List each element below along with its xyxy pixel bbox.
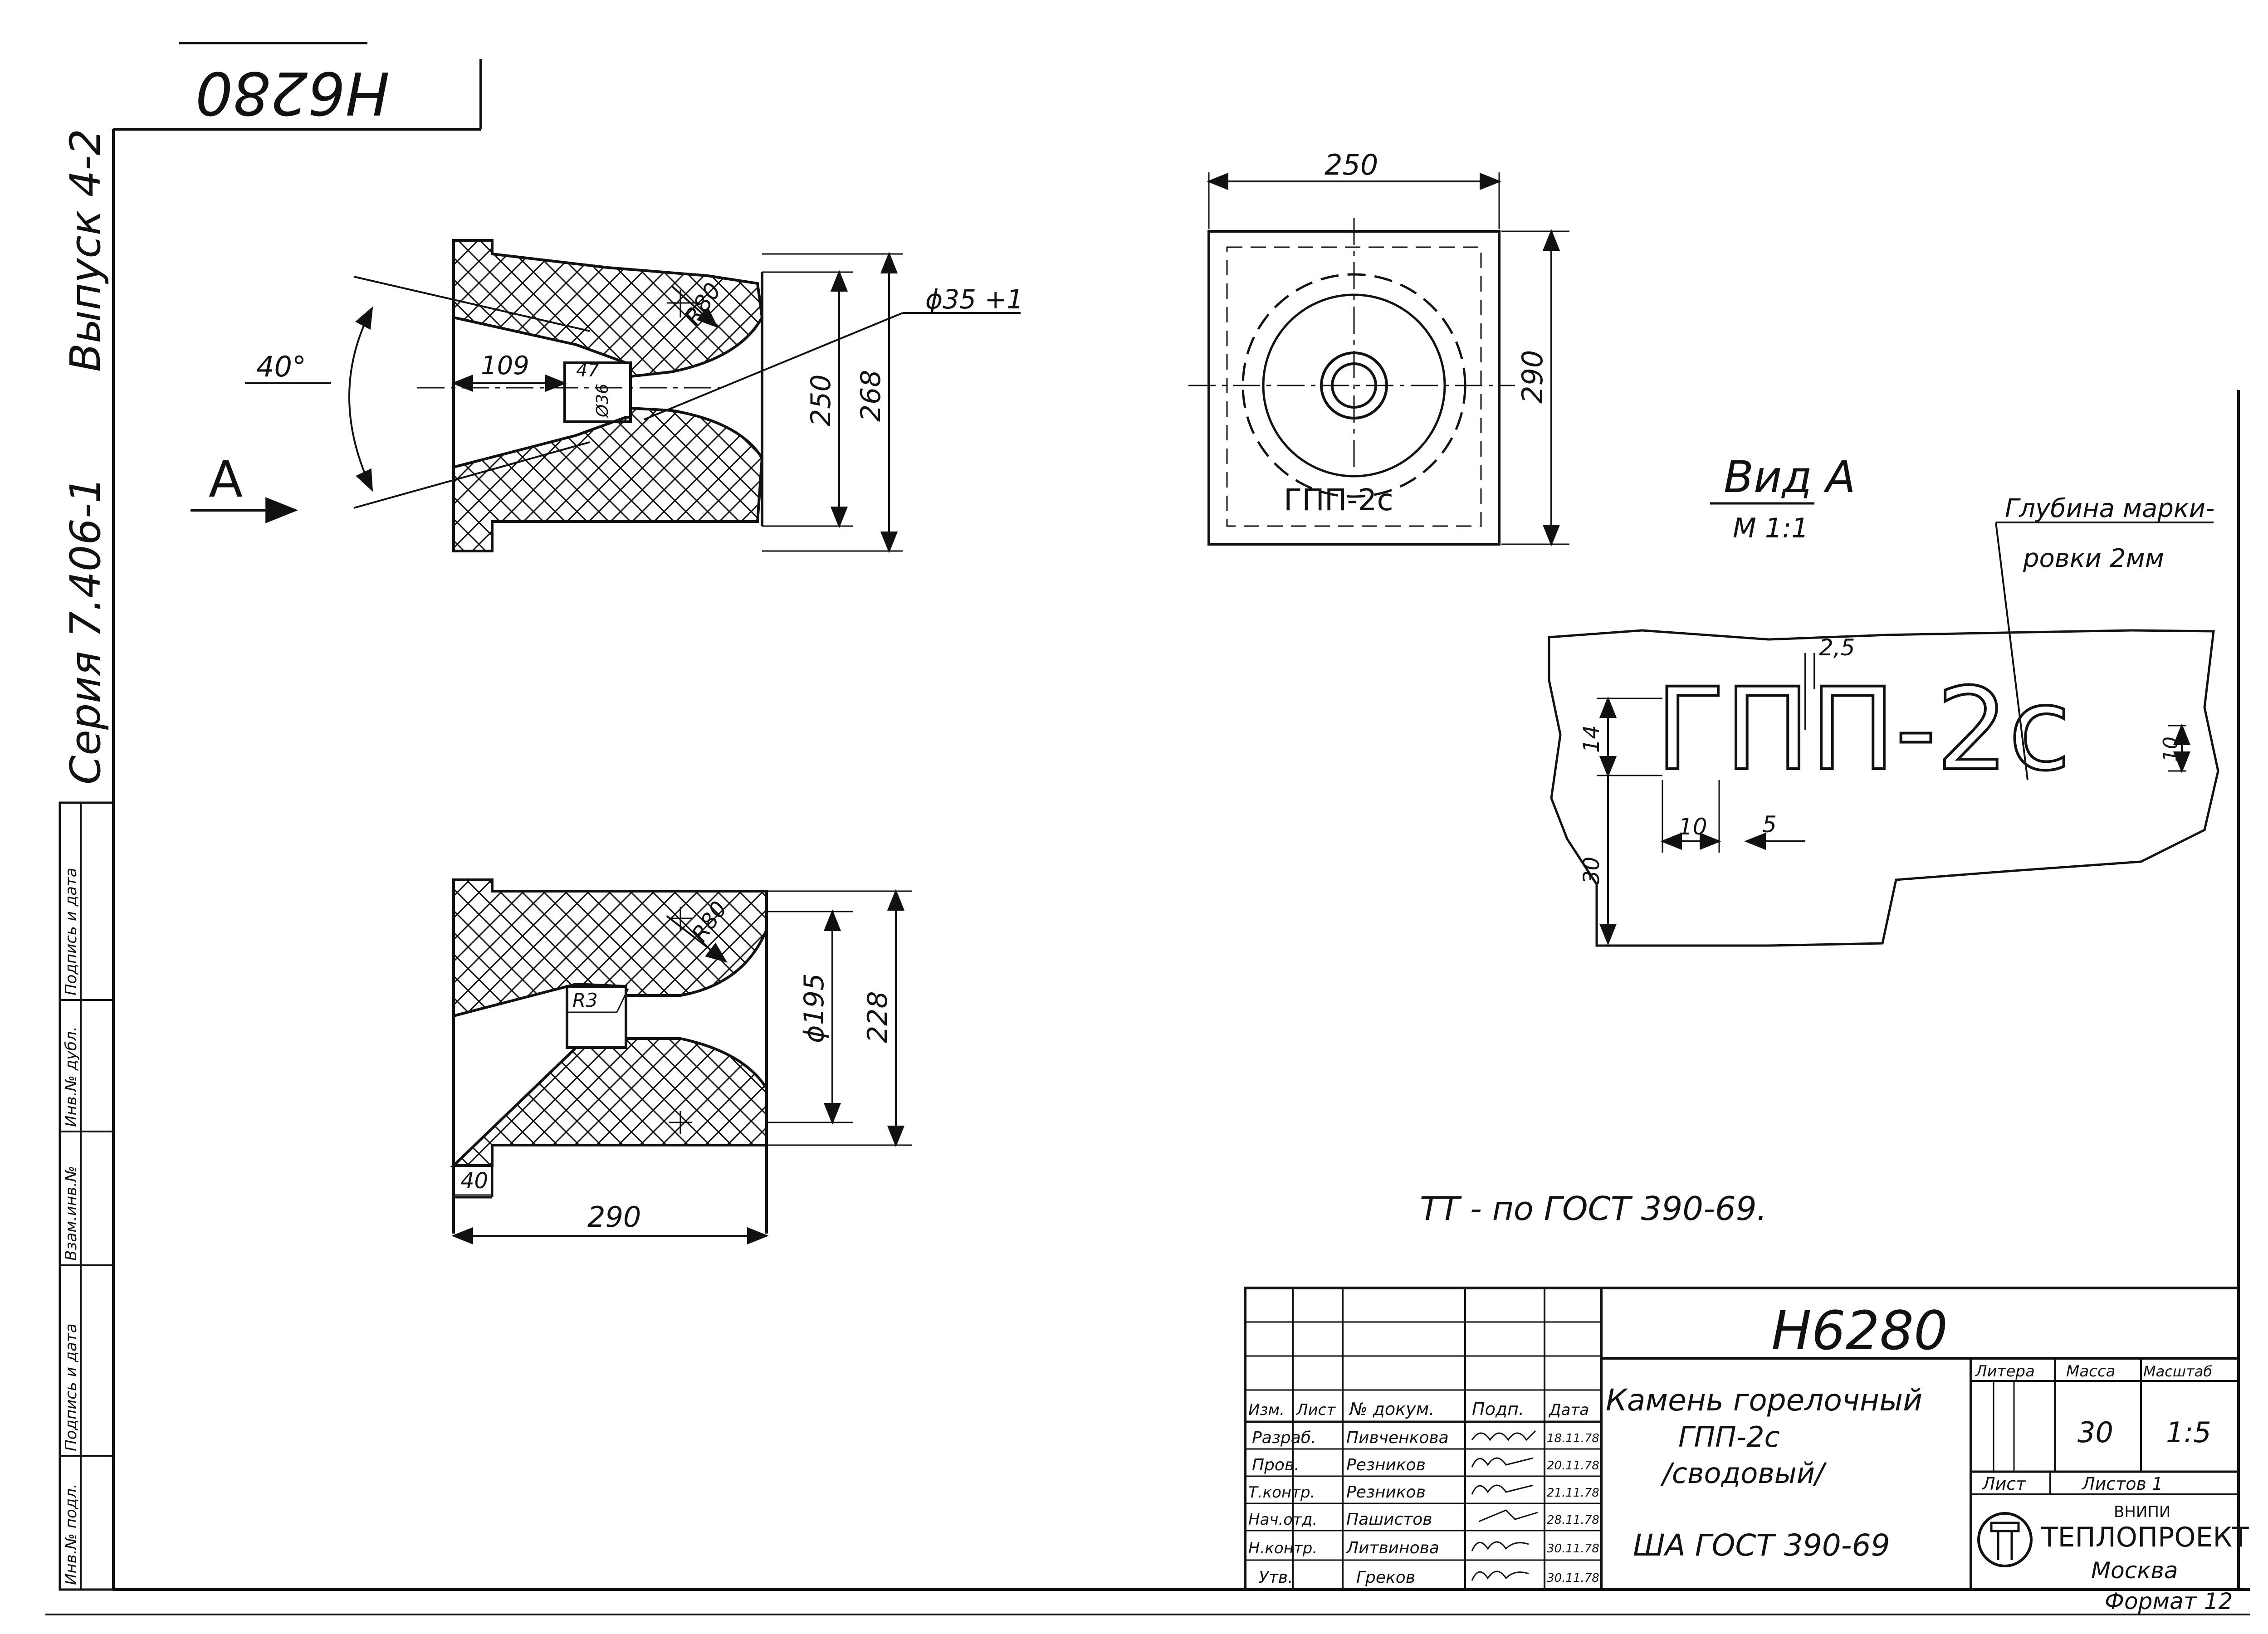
dim-47: 47 [576, 360, 599, 381]
view-a-title: Вид А [1724, 452, 1856, 502]
doc-code: H6280 [1771, 1299, 1948, 1362]
title-block: Изм. Лист № докум. Подп. Дата Разраб. Пи… [1244, 1287, 2249, 1614]
section-view-bottom: R80 R3 ϕ195 228 40 290 [450, 878, 912, 1245]
dim-36: Ø36 [593, 384, 612, 418]
dim-40: 40 [460, 1168, 488, 1194]
corner-stamp-text: H6280 [196, 59, 390, 127]
dim-290-bottom: 290 [587, 1200, 641, 1234]
depth-note-1: Глубина марки- [2005, 494, 2214, 523]
view-a-scale: М 1:1 [1733, 512, 1809, 544]
col-data: Дата [1548, 1401, 1589, 1419]
dim-290-plan: 290 [1516, 350, 1549, 404]
staff-date: 30.11.78 [1547, 1542, 1599, 1556]
staff-role: Т.контр. [1248, 1483, 1315, 1502]
strip-podpis-1: Подпись и дата [62, 1323, 80, 1451]
sheets-label: Листов 1 [2081, 1474, 2163, 1494]
dim-14: 14 [1579, 725, 1604, 753]
dim-228: 228 [862, 991, 894, 1043]
bottom-section-upper-hatch [452, 878, 768, 1018]
name-line-1: Камень горелочный [1606, 1383, 1922, 1418]
staff-name: Пивченкова [1346, 1429, 1449, 1447]
staff-role: Пров. [1252, 1456, 1300, 1474]
series-label: Серия 7.406-1 [61, 477, 110, 785]
signature-mark [1471, 1430, 1536, 1441]
signature-mark [1471, 1457, 1534, 1468]
plan-marking: ГПП-2с [1284, 483, 1393, 517]
litera-label: Литера [1975, 1362, 2035, 1380]
dim-268: 268 [855, 370, 887, 422]
corner-stamp: H6280 [196, 59, 390, 127]
strip-podpis-2: Подпись и дата [62, 868, 80, 995]
section-view-top: 40° 109 47 Ø36 R80 ϕ35 +1 250 268 [245, 239, 1023, 553]
mass-label: Масса [2066, 1362, 2115, 1380]
staff-date: 20.11.78 [1547, 1459, 1599, 1473]
name-line-3: /сводовый/ [1660, 1457, 1827, 1490]
dim-phi35: ϕ35 +1 [925, 284, 1023, 315]
view-a-letter: A [209, 450, 243, 508]
staff-name: Пашистов [1346, 1510, 1432, 1529]
depth-note-2: ровки 2мм [2023, 544, 2164, 573]
staff-date: 30.11.78 [1547, 1571, 1599, 1585]
org-city: Москва [2091, 1557, 2178, 1584]
staff-name: Греков [1356, 1568, 1415, 1587]
dim-r3: R3 [572, 989, 598, 1011]
format-label: Формат 12 [2105, 1588, 2233, 1614]
signature-mark [1478, 1509, 1538, 1522]
drawing-frame [45, 42, 2250, 1615]
strip-inv-dubl: Инв.№ дубл. [62, 1026, 80, 1127]
staff-role: Н.контр. [1248, 1539, 1317, 1557]
issue-label: Выпуск 4-2 [61, 129, 110, 372]
name-line-2: ГПП-2с [1678, 1420, 1780, 1454]
col-izm: Изм. [1248, 1401, 1285, 1419]
staff-role: Утв. [1259, 1568, 1293, 1587]
staff-date: 28.11.78 [1547, 1513, 1599, 1527]
dim-phi195: ϕ195 [798, 973, 830, 1043]
staff-role: Разраб. [1252, 1429, 1316, 1447]
col-podp: Подп. [1472, 1399, 1524, 1419]
dim-10-bottom: 10 [1678, 814, 1707, 840]
staff-date: 18.11.78 [1547, 1432, 1599, 1445]
dim-109: 109 [481, 351, 529, 380]
view-a-marking: ГПП-2с [1656, 663, 2071, 795]
tt-note: ТТ - по ГОСТ 390-69. [1420, 1190, 1767, 1228]
dim-10-right: 10 [2159, 737, 2182, 762]
strip-inv-podl: Инв.№ подл. [62, 1483, 80, 1585]
strip-vzam-inv: Взам.инв.№ [62, 1166, 80, 1261]
signature-mark [1471, 1484, 1534, 1495]
staff-date: 21.11.78 [1547, 1486, 1599, 1500]
scale-label: Масштаб [2143, 1363, 2212, 1380]
staff-name: Резников [1346, 1483, 1426, 1502]
sheet-label: Лист [1981, 1474, 2027, 1494]
org-line-1: ВНИПИ [2114, 1503, 2170, 1521]
top-section-lower-hatch [452, 406, 764, 552]
view-a-arrow: A [191, 450, 298, 523]
plan-view: ГПП-2с 250 290 [1188, 148, 1569, 546]
signature-mark [1471, 1541, 1529, 1551]
staff-name: Резников [1346, 1456, 1426, 1474]
mass-value: 30 [2077, 1416, 2113, 1449]
dim-250-top: 250 [805, 374, 837, 426]
scale-value: 1:5 [2166, 1416, 2211, 1449]
dim-2-5: 2,5 [1819, 634, 1855, 661]
dim-angle-40: 40° [256, 350, 306, 383]
dim-250-plan: 250 [1325, 148, 1378, 181]
staff-role: Нач.отд. [1248, 1511, 1317, 1529]
side-labels: Серия 7.406-1 Выпуск 4-2 [61, 129, 110, 785]
dim-30: 30 [1579, 857, 1604, 884]
left-strip: Инв.№ подл. Подпись и дата Взам.инв.№ Ин… [59, 801, 115, 1591]
org-line-2: ТЕПЛОПРОЕКТ [2041, 1522, 2249, 1553]
signature-mark [1471, 1571, 1529, 1581]
standard: ША ГОСТ 390-69 [1633, 1528, 1890, 1563]
staff-name: Литвинова [1345, 1539, 1439, 1557]
view-a-detail: Вид А М 1:1 Глубина марки- ровки 2мм ГПП… [1548, 452, 2219, 947]
col-list: Лист [1295, 1401, 1336, 1419]
org-logo-icon [1977, 1512, 2033, 1567]
bottom-section-lower-hatch [450, 1037, 768, 1167]
col-doc: № докум. [1349, 1399, 1434, 1419]
dim-5: 5 [1762, 811, 1777, 838]
